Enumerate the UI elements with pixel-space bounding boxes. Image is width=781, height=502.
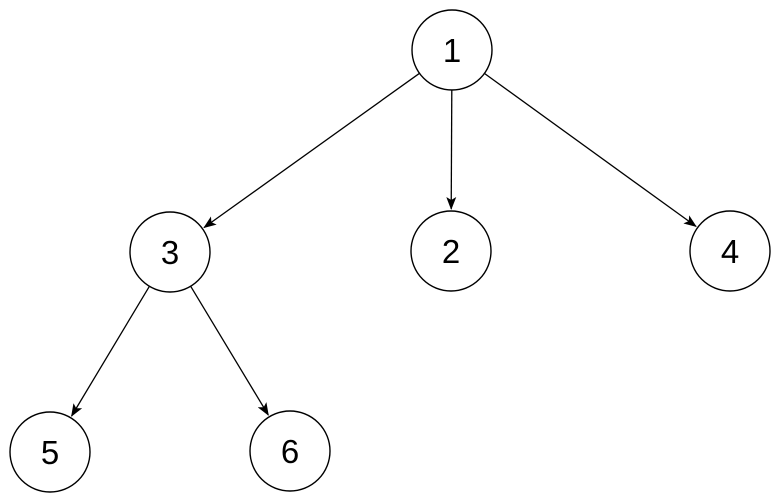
node-label-4: 4 [721,233,739,270]
node-circle-1 [411,9,493,91]
tree-node-3: 3 [129,211,211,293]
tree-node-6: 6 [249,410,331,492]
node-label-1: 1 [443,32,461,69]
node-circle-6 [249,410,331,492]
edge-1-to-3 [203,72,420,229]
tree-node-4: 4 [689,210,771,292]
node-circle-2 [410,210,492,292]
edge-1-to-4 [484,72,697,227]
tree-node-2: 2 [410,210,492,292]
edge-1-to-2 [446,89,457,210]
tree-node-5: 5 [9,411,91,493]
node-label-6: 6 [281,433,299,470]
edge-3-to-6 [190,285,269,416]
node-label-5: 5 [41,434,59,471]
node-layer: 1 2 3 4 5 6 [9,9,771,493]
node-circle-5 [9,411,91,493]
node-label-2: 2 [442,233,460,270]
node-circle-4 [689,210,771,292]
tree-node-1: 1 [411,9,493,91]
edge-3-to-5 [71,285,150,417]
node-label-3: 3 [161,234,179,271]
edge-layer [71,72,697,417]
node-circle-3 [129,211,211,293]
